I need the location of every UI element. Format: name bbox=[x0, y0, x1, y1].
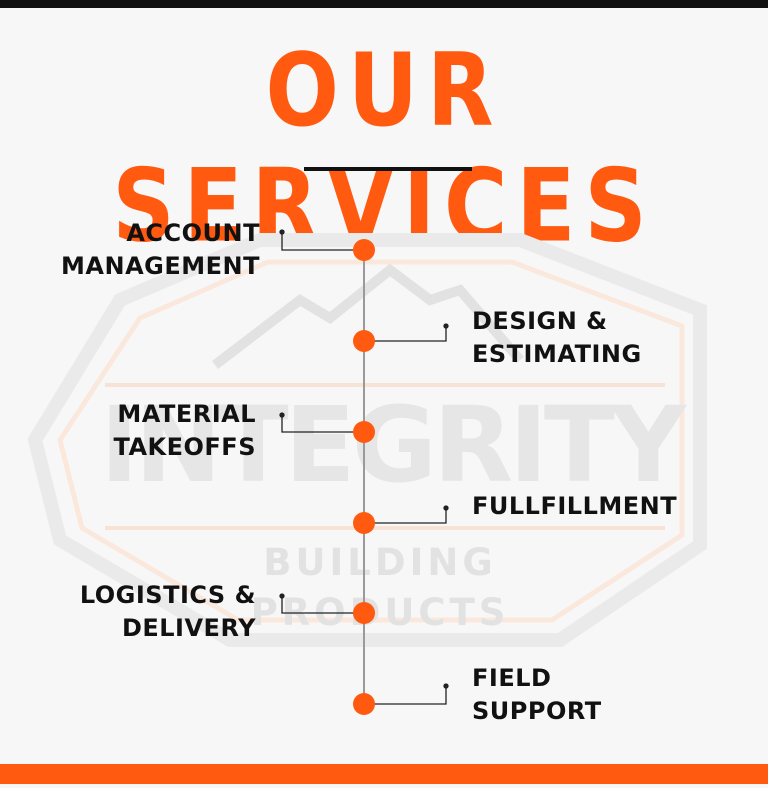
timeline-dot bbox=[353, 421, 375, 443]
service-label-line: MATERIAL bbox=[117, 400, 256, 428]
service-label-line: FULLFILLMENT bbox=[472, 492, 678, 520]
service-label-line: MANAGEMENT bbox=[61, 252, 260, 280]
service-label-line: SUPPORT bbox=[472, 697, 602, 725]
service-label-line: ESTIMATING bbox=[472, 340, 642, 368]
service-material-takeoffs: MATERIAL TAKEOFFS bbox=[0, 398, 256, 464]
timeline-dot bbox=[353, 602, 375, 624]
timeline-line bbox=[363, 250, 365, 705]
timeline-dot bbox=[353, 239, 375, 261]
service-field-support: FIELD SUPPORT bbox=[472, 662, 752, 728]
service-fullfillment: FULLFILLMENT bbox=[472, 490, 752, 523]
title-underline bbox=[304, 167, 472, 171]
service-label-line: DELIVERY bbox=[121, 614, 256, 642]
top-border bbox=[0, 0, 768, 8]
watermark-brand: INTEGRITY bbox=[100, 384, 686, 506]
service-label-line: FIELD bbox=[472, 664, 552, 692]
service-design-estimating: DESIGN & ESTIMATING bbox=[472, 305, 752, 371]
timeline-dot bbox=[353, 512, 375, 534]
service-account-management: ACCOUNT MANAGEMENT bbox=[0, 217, 260, 283]
service-label-line: ACCOUNT bbox=[126, 219, 260, 247]
service-label-line: DESIGN & bbox=[472, 307, 608, 335]
timeline-dot bbox=[353, 330, 375, 352]
service-label-line: LOGISTICS & bbox=[79, 581, 256, 609]
bottom-border bbox=[0, 764, 768, 784]
service-label-line: TAKEOFFS bbox=[113, 433, 256, 461]
timeline-dot bbox=[353, 693, 375, 715]
service-logistics-delivery: LOGISTICS & DELIVERY bbox=[0, 579, 256, 645]
